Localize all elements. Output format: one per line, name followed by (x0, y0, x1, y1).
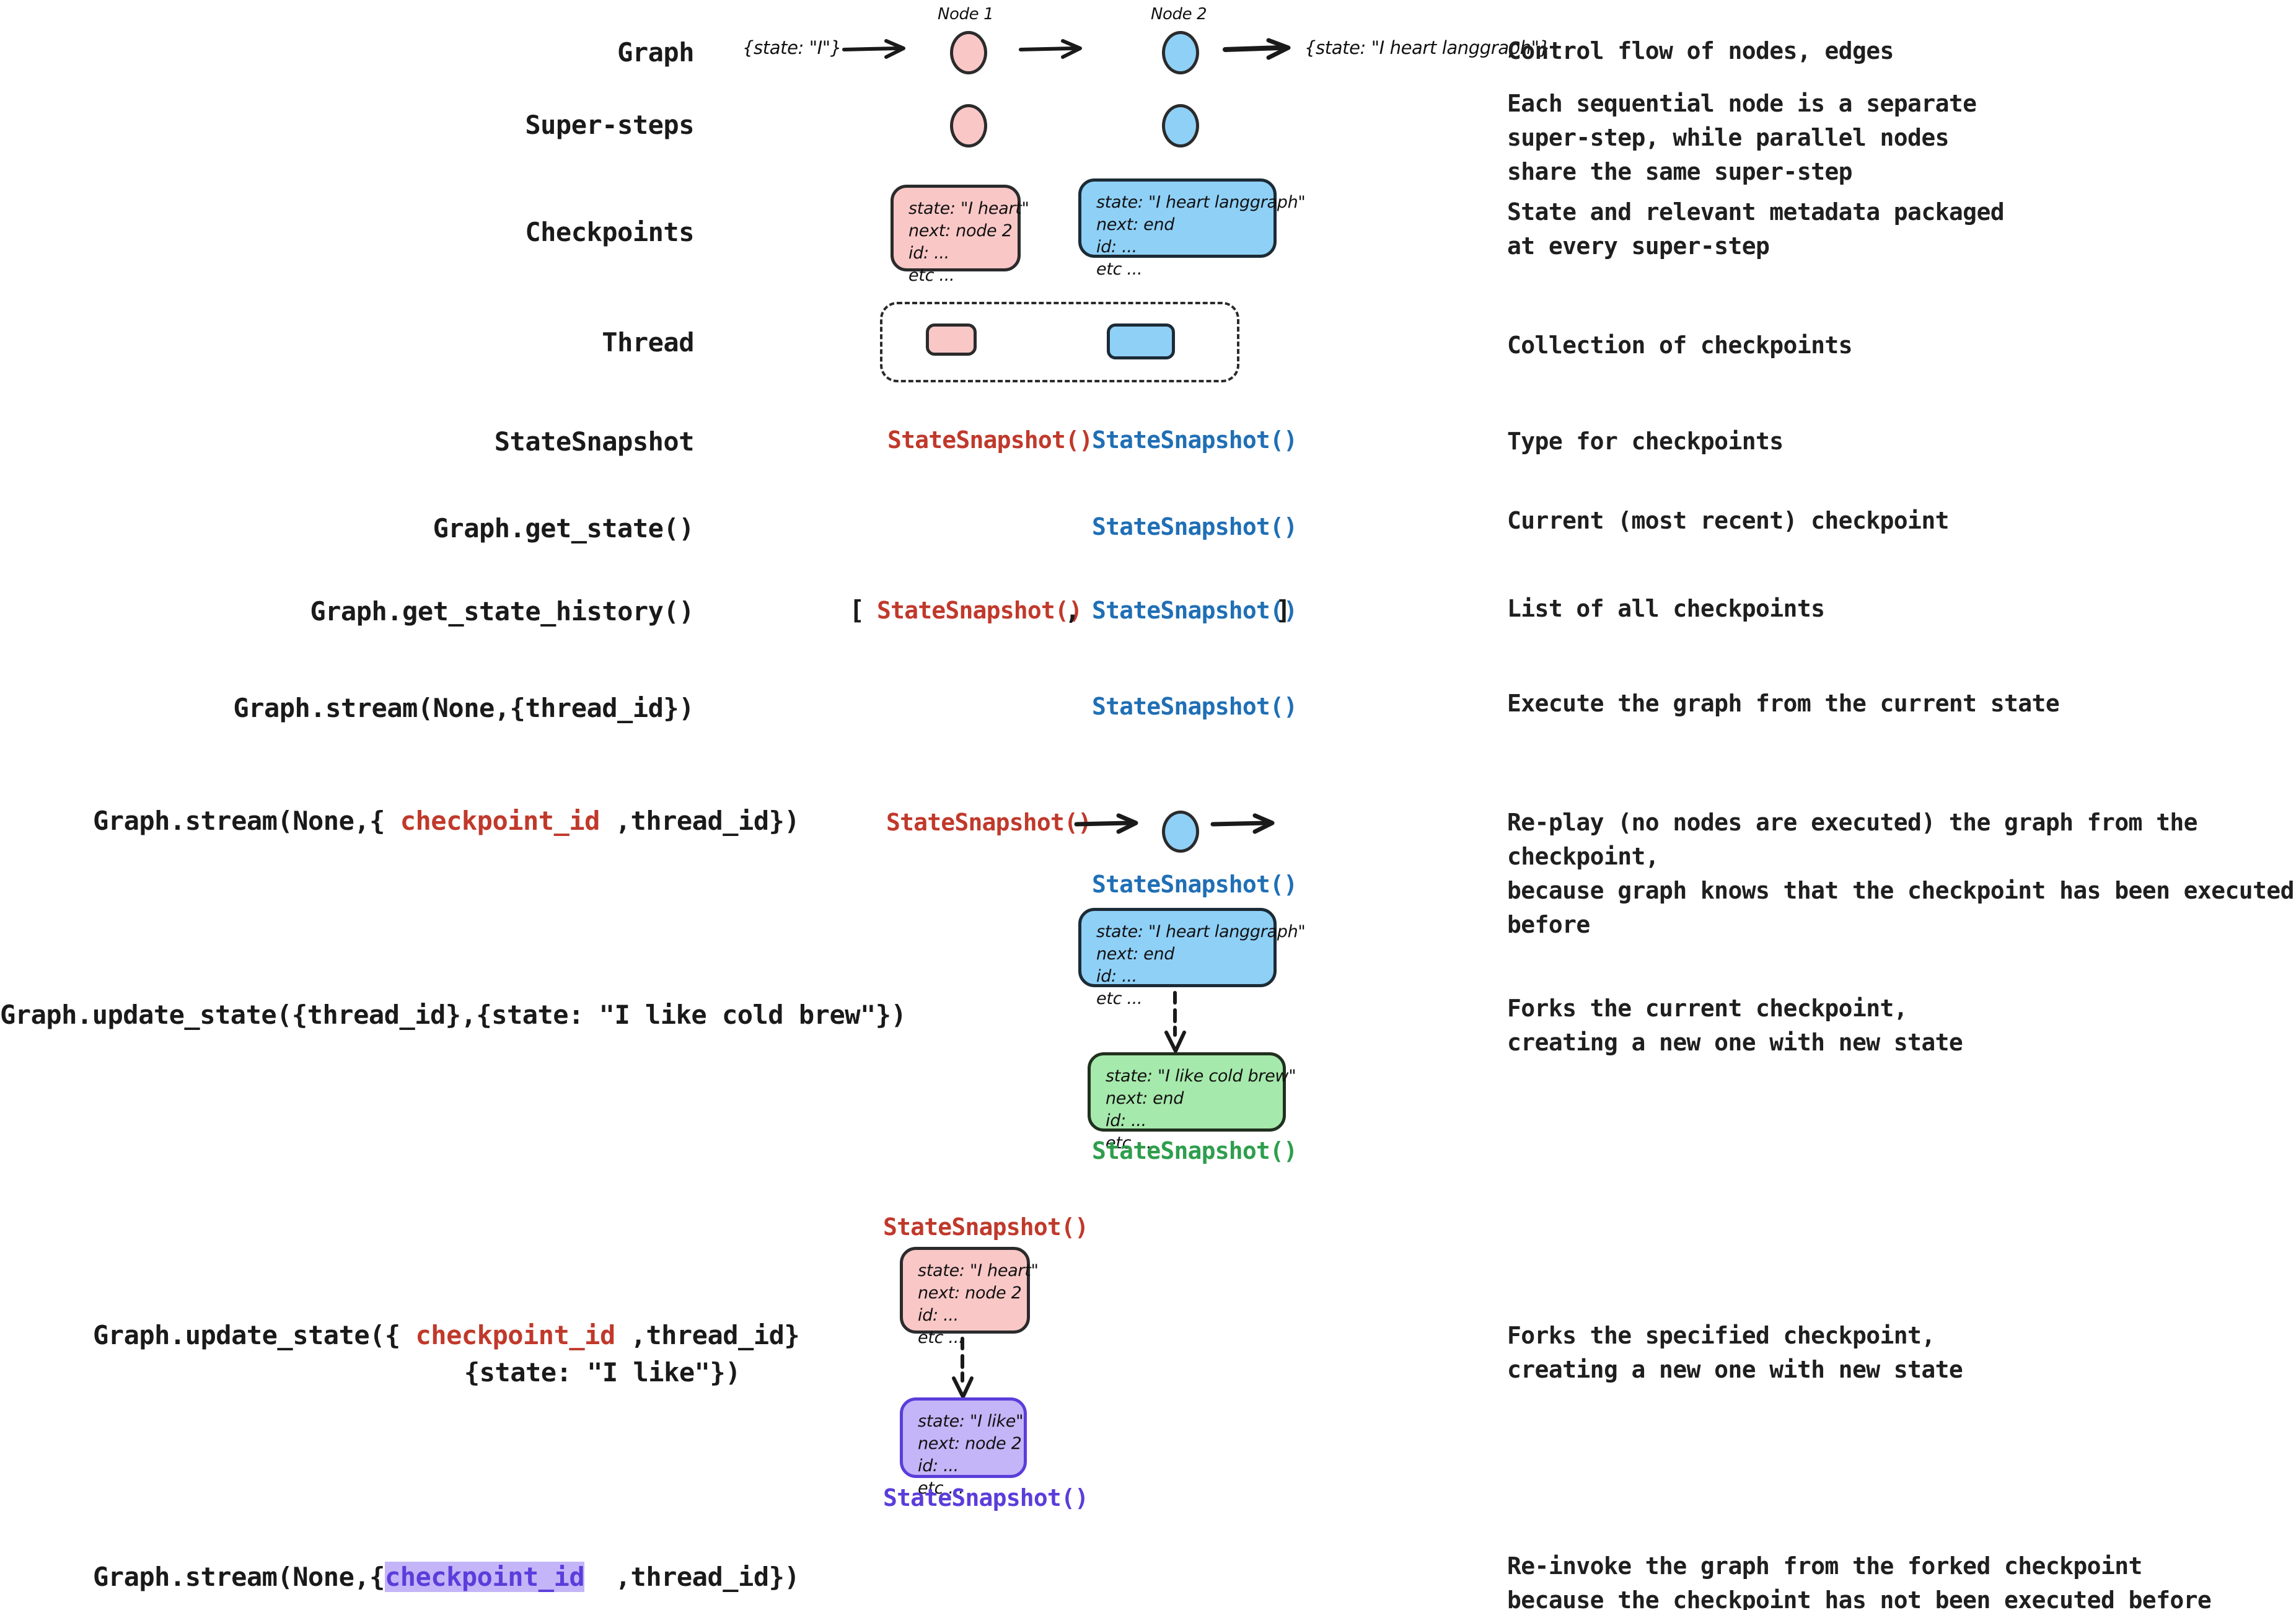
graph-input-state-label: {state: "I"} (742, 37, 842, 58)
description-thread: Collection of checkpoints (1507, 332, 1853, 359)
checkpoint-blue-etc: etc ... (1096, 259, 1143, 279)
update-current-blue-next: next: end (1096, 944, 1175, 964)
update-current-blue-state: state: "I heart langgraph" (1096, 922, 1306, 941)
description-stream-thread: Execute the graph from the current state (1507, 690, 2060, 717)
node1-caption: Node 1 (938, 5, 994, 24)
checkpoint-pink-next: next: node 2 (908, 221, 1013, 240)
replay-label-suffix: ,thread_id}) (599, 806, 800, 836)
history-open-bracket: [ (849, 595, 865, 625)
description-super-steps: Each sequential node is a separate super… (1507, 90, 1977, 186)
stream-thread-result-snapshot: StateSnapshot() (1092, 693, 1298, 720)
description-update-state-current: Forks the current checkpoint, creating a… (1507, 995, 1963, 1057)
update-checkpoint-label-suffix: ,thread_id} (615, 1320, 800, 1350)
history-comma: , (1065, 595, 1081, 625)
graph-node-2 (1162, 31, 1199, 74)
get-state-result-snapshot: StateSnapshot() (1092, 513, 1298, 540)
update-current-blue-etc: etc ... (1096, 988, 1143, 1008)
row-label-stream-thread: Graph.stream(None,{thread_id}) (233, 693, 694, 723)
checkpoint-blue-state: state: "I heart langgraph" (1096, 193, 1306, 212)
update-checkpoint-pink-state: state: "I heart" (918, 1261, 1039, 1280)
history-snapshot-blue: StateSnapshot() (1092, 597, 1298, 624)
update-checkpoint-purple-next: next: node 2 (918, 1433, 1022, 1453)
checkpoint-blue-id: id: ... (1096, 237, 1137, 257)
update-checkpoint-result-snapshot: StateSnapshot() (883, 1484, 1089, 1511)
superstep-node-1 (950, 104, 987, 147)
update-current-blue-id: id: ... (1096, 966, 1137, 986)
thread-chip-blue (1107, 323, 1175, 359)
description-get-state-history: List of all checkpoints (1507, 595, 1825, 622)
replay-arrow-1 (1074, 813, 1143, 834)
row-label-update-state-checkpoint: Graph.update_state({ checkpoint_id ,thre… (93, 1317, 800, 1391)
update-current-source-snapshot: StateSnapshot() (1092, 871, 1298, 898)
reinvoke-label-checkpoint-id: checkpoint_id (384, 1562, 585, 1592)
update-current-box-blue: state: "I heart langgraph" next: end id:… (1078, 908, 1306, 1008)
replay-label-checkpoint-id: checkpoint_id (400, 806, 600, 836)
graph-node-1 (950, 31, 987, 74)
description-replay: Re-play (no nodes are executed) the grap… (1507, 809, 2294, 939)
description-statesnapshot: Type for checkpoints (1507, 428, 1784, 455)
checkpoint-pink-id: id: ... (908, 243, 949, 263)
update-checkpoint-purple-etc: etc ... (918, 1478, 964, 1498)
description-update-state-checkpoint: Forks the specified checkpoint, creating… (1507, 1322, 1963, 1384)
update-checkpoint-pink-next: next: node 2 (918, 1283, 1022, 1303)
statesnapshot-type-blue: StateSnapshot() (1092, 426, 1298, 454)
description-graph: Control flow of nodes, edges (1507, 37, 1894, 64)
thread-chip-pink (926, 323, 977, 356)
graph-edge-arrow-3 (1223, 38, 1298, 60)
update-current-green-state: state: "I like cold brew" (1106, 1067, 1296, 1086)
update-checkpoint-purple-state: state: "I like" (918, 1412, 1024, 1431)
row-label-statesnapshot: StateSnapshot (494, 426, 695, 457)
update-checkpoint-label-line2: {state: "I like"}) (464, 1357, 741, 1388)
node2-caption: Node 2 (1151, 5, 1207, 24)
update-current-box-green: state: "I like cold brew" next: end id: … (1088, 1052, 1296, 1153)
graph-edge-arrow-1 (842, 38, 911, 59)
checkpoint-box-pink: state: "I heart" next: node 2 id: ... et… (891, 185, 1029, 285)
update-checkpoint-fork-arrow (945, 1337, 982, 1399)
checkpoint-pink-etc: etc ... (908, 265, 955, 285)
graph-edge-arrow-2 (1019, 38, 1088, 59)
row-label-get-state: Graph.get_state() (433, 513, 695, 543)
update-checkpoint-label-checkpoint-id: checkpoint_id (415, 1320, 616, 1350)
replay-node (1162, 811, 1199, 853)
replay-label-prefix: Graph.stream(None,{ (93, 806, 400, 836)
description-checkpoints: State and relevant metadata packaged at … (1507, 198, 2005, 260)
update-checkpoint-pink-id: id: ... (918, 1305, 959, 1325)
update-current-green-next: next: end (1106, 1088, 1184, 1108)
update-checkpoint-purple-id: id: ... (918, 1456, 959, 1476)
update-current-green-id: id: ... (1106, 1111, 1146, 1130)
update-current-result-snapshot: StateSnapshot() (1092, 1137, 1298, 1164)
checkpoint-pink-state: state: "I heart" (908, 199, 1029, 218)
row-label-super-steps: Super-steps (525, 110, 694, 140)
description-reinvoke: Re-invoke the graph from the forked chec… (1507, 1552, 2212, 1610)
history-snapshot-red: StateSnapshot() (877, 597, 1083, 624)
row-label-update-state-current: Graph.update_state({thread_id},{state: "… (0, 1000, 907, 1030)
replay-arrow-2 (1210, 813, 1280, 834)
graph-output-state-label: {state: "I heart langgraph"} (1304, 37, 1550, 58)
reinvoke-label-suffix: ,thread_id}) (584, 1562, 800, 1592)
reinvoke-label-prefix: Graph.stream(None,{ (93, 1562, 385, 1592)
checkpoint-blue-next: next: end (1096, 214, 1175, 234)
update-checkpoint-box-pink: state: "I heart" next: node 2 id: ... et… (900, 1247, 1039, 1347)
description-get-state: Current (most recent) checkpoint (1507, 507, 1950, 534)
checkpoint-box-blue: state: "I heart langgraph" next: end id:… (1078, 178, 1306, 279)
row-label-replay: Graph.stream(None,{ checkpoint_id ,threa… (93, 803, 800, 840)
thread-container (880, 302, 1239, 382)
row-label-reinvoke: Graph.stream(None,{checkpoint_id ,thread… (93, 1559, 800, 1596)
update-current-fork-arrow (1158, 991, 1195, 1054)
replay-source-snapshot: StateSnapshot() (886, 809, 1092, 836)
update-checkpoint-label-prefix: Graph.update_state({ (93, 1320, 416, 1350)
history-close-bracket: ] (1275, 595, 1291, 625)
superstep-node-2 (1162, 104, 1199, 147)
row-label-checkpoints: Checkpoints (525, 217, 694, 247)
row-label-thread: Thread (602, 327, 694, 358)
update-current-green-etc: etc ... (1106, 1133, 1152, 1153)
update-checkpoint-source-snapshot: StateSnapshot() (883, 1213, 1089, 1241)
statesnapshot-type-red: StateSnapshot() (887, 426, 1093, 454)
row-label-graph: Graph (617, 37, 694, 68)
update-checkpoint-box-purple: state: "I like" next: node 2 id: ... etc… (900, 1397, 1027, 1498)
row-label-get-state-history: Graph.get_state_history() (310, 596, 694, 627)
